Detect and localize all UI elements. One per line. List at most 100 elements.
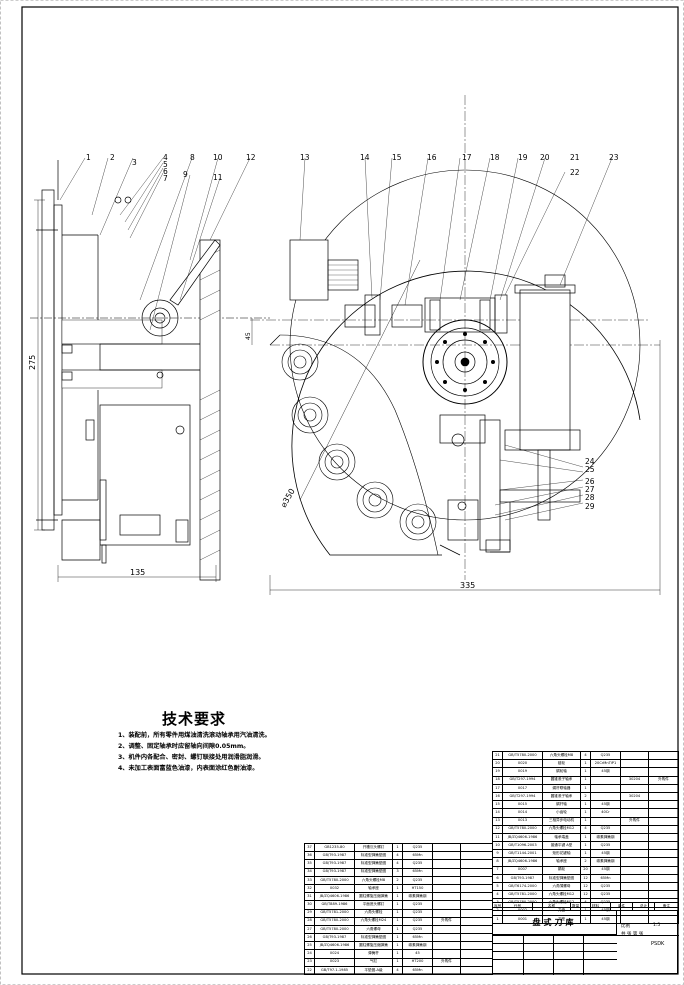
- left-section-view: [30, 160, 270, 581]
- bom-cell: [648, 824, 679, 834]
- bom-cell: 1: [580, 775, 591, 785]
- bom-cell: 标准型弹簧垫圈: [354, 859, 393, 869]
- bom-cell: 0032: [314, 883, 355, 894]
- bom-cell: 1: [392, 916, 403, 926]
- bom-cell: GB/T5780-2000: [502, 750, 543, 761]
- bom-cell: [620, 890, 649, 900]
- bom-cell: [648, 881, 679, 892]
- balloon-4: 4: [163, 153, 168, 162]
- bom-cell: JB/ZQ4606-1986: [502, 857, 543, 867]
- bom-cell: [620, 849, 649, 859]
- sheet-label: 共 张 第 张: [621, 932, 644, 937]
- bom-cell: 29: [304, 908, 315, 918]
- bom-cell: Q235: [590, 890, 621, 900]
- bom-cell: 标准型弹簧垫圈: [354, 851, 393, 861]
- bom-cell: 1: [392, 842, 403, 853]
- bom-cell: 六角头螺栓M24: [354, 916, 393, 926]
- bom-cell: 0017: [502, 783, 543, 793]
- bom-cell: 31: [304, 892, 315, 902]
- balloon-20: 20: [540, 153, 550, 162]
- bom-cell: 外购件: [620, 816, 649, 826]
- bom-cell: 19: [492, 767, 503, 777]
- drawing-title: 盘式刀库: [493, 911, 617, 935]
- bom-cell: 圆锥滚子轴承: [542, 791, 581, 802]
- bom-cell: 34: [304, 867, 315, 877]
- bom-cell: [590, 791, 621, 802]
- bom-cell: [460, 941, 493, 951]
- bom-cell: 21: [492, 750, 503, 761]
- right-dimensions: [251, 259, 661, 595]
- bom-cell: 圆柱螺旋压缩弹簧: [354, 892, 393, 902]
- bom-cell: [460, 965, 493, 976]
- drawing-code: PSDK: [651, 941, 665, 947]
- scale-value: 1:5: [653, 923, 661, 928]
- bom-cell: [432, 933, 461, 943]
- balloon-26: 26: [585, 477, 595, 486]
- bom-cell: 碳素弹簧钢: [590, 857, 621, 867]
- bom-cell: 2: [580, 791, 591, 802]
- balloon-15: 15: [392, 153, 402, 162]
- bom-cell: 外购件: [432, 916, 461, 926]
- bom-cell: 开槽沉头螺钉: [354, 842, 393, 853]
- bom-cell: 蜗轮: [542, 865, 581, 875]
- bom-cell: [648, 759, 679, 769]
- bom-cell: 17: [492, 783, 503, 793]
- bom-cell: 1: [580, 816, 591, 826]
- bom-cell: 弹簧杆: [354, 949, 393, 959]
- balloon-18: 18: [490, 153, 500, 162]
- bom-cell: [432, 842, 461, 853]
- bom-cell: GB/T297-1994: [502, 775, 543, 785]
- balloon-3: 3: [132, 158, 137, 167]
- bom-cell: [432, 867, 461, 877]
- bom-cell: 圆柱螺旋压缩弹簧: [354, 941, 393, 951]
- balloon-9: 9: [183, 170, 188, 179]
- bom-cell: 3: [392, 867, 403, 877]
- bom-cell: [648, 914, 679, 924]
- title-block: 盘式刀库 比例 1:5 共 张 第 张 PSDK: [492, 910, 679, 975]
- bom-cell: 30204: [620, 791, 649, 802]
- bom-cell: 12: [580, 873, 591, 884]
- bom-cell: 六角头螺栓M8: [354, 875, 393, 885]
- balloon-7: 7: [163, 174, 168, 183]
- bom-cell: GB/T5780-2000: [502, 824, 543, 834]
- bom-cell: [590, 783, 621, 793]
- bom-cell: [648, 890, 679, 900]
- bom-cell: [648, 873, 679, 884]
- balloon-25: 25: [585, 465, 595, 474]
- bom-cell: 65Mn: [402, 851, 433, 861]
- bom-cell: 8: [492, 857, 503, 867]
- bom-cell: 4: [580, 824, 591, 834]
- bom-cell: 1: [392, 949, 403, 959]
- balloon-21: 21: [570, 153, 580, 162]
- bom-cell: 65Mn: [590, 873, 621, 884]
- bom-cell: 14: [492, 808, 503, 818]
- bom-cell: [590, 816, 621, 826]
- bom-cell: 36: [304, 851, 315, 861]
- bom-cell: [432, 908, 461, 918]
- bom-cell: [620, 759, 649, 769]
- bom-cell: [460, 949, 493, 959]
- bom-cell: 24: [304, 949, 315, 959]
- balloon-17: 17: [462, 153, 472, 162]
- bom-cell: 65Mn: [402, 965, 433, 976]
- bom-cell: [620, 832, 649, 843]
- bom-cell: 标准型弹簧垫圈: [354, 867, 393, 877]
- bom-cell: 0015: [502, 800, 543, 810]
- bom-cell: 矩形花键轴: [542, 849, 581, 859]
- bom-cell: Q235: [590, 824, 621, 834]
- bom-cell: 蜗杆联轴器: [542, 783, 581, 793]
- bom-cell: 0019: [502, 767, 543, 777]
- bom-cell: 22: [304, 965, 315, 976]
- bom-cell: 12: [580, 890, 591, 900]
- bom-cell: [620, 881, 649, 892]
- dim-width-left: 135: [130, 568, 145, 577]
